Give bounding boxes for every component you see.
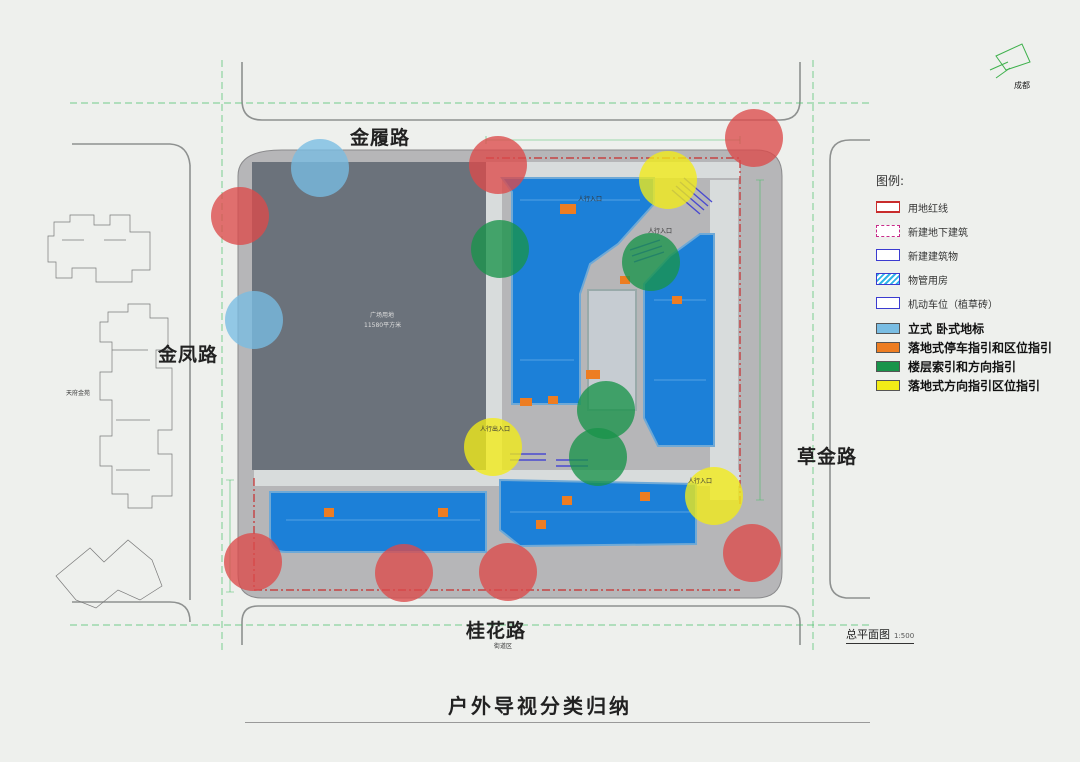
plaza-area: 11580平方米: [364, 322, 402, 329]
neighbor-buildings: [47, 214, 173, 609]
legend-item: 用地红线: [876, 195, 1076, 219]
legend-item: 新建地下建筑: [876, 219, 1076, 243]
plaza-label: 广场用地: [370, 312, 395, 319]
legend-item: 物管用房: [876, 267, 1076, 291]
road-name-west: 金凤路: [158, 344, 219, 366]
legend-label: 新建建筑物: [908, 251, 958, 263]
plan-caption-text: 总平面图: [846, 628, 890, 641]
legend: 图例: 用地红线 新建地下建筑 新建建筑物 物管用房 机动车位（植草砖） 立式 …: [876, 172, 1076, 395]
title-underline: [245, 722, 870, 723]
south-note: 街道区: [494, 643, 513, 650]
legend-label: 机动车位（植草砖）: [908, 299, 998, 311]
legend-category-label: 落地式方向指引区位指引: [908, 379, 1041, 393]
building-south-east-block: [499, 478, 697, 548]
legend-category: 立式 卧式地标: [876, 319, 1076, 338]
legend-item: 机动车位（植草砖）: [876, 291, 1076, 315]
legend-label: 物管用房: [908, 275, 948, 287]
legend-property-symbol: [876, 273, 900, 285]
signage-marker-floor: [622, 233, 680, 291]
legend-category-label: 立式 卧式地标: [908, 322, 985, 336]
road-curbs: [72, 62, 870, 645]
legend-direction-swatch: [876, 380, 900, 391]
legend-category: 楼层索引和方向指引: [876, 357, 1076, 376]
signage-markers: [211, 109, 783, 602]
legend-red-line-symbol: [876, 201, 900, 213]
signage-marker-red: [469, 136, 527, 194]
page-title: 户外导视分类归纳: [448, 694, 632, 718]
signage-marker-floor: [471, 220, 529, 278]
signage-marker-red: [723, 524, 781, 582]
neighbor-label: 天府金苑: [66, 390, 91, 397]
road-name-south: 桂花路: [466, 620, 527, 642]
entrance-label: 人行入口: [688, 478, 713, 485]
orange-tags: [324, 204, 682, 529]
legend-category: 落地式方向指引区位指引: [876, 376, 1076, 395]
legend-building-symbol: [876, 249, 900, 261]
signage-marker-red: [375, 544, 433, 602]
road-centerlines: [70, 60, 870, 650]
signage-marker-floor: [577, 381, 635, 439]
compass-north: [989, 43, 1031, 79]
legend-parking-symbol: [876, 297, 900, 309]
legend-parking-guide-swatch: [876, 342, 900, 353]
entrance-label: 人行出入口: [480, 426, 511, 433]
building-south-block: [269, 491, 487, 553]
legend-underground-symbol: [876, 225, 900, 237]
legend-floor-index-swatch: [876, 361, 900, 372]
legend-category-label: 落地式停车指引和区位指引: [908, 341, 1053, 355]
road-name-east: 草金路: [797, 446, 858, 468]
signage-marker-red: [479, 543, 537, 601]
road-name-north: 金履路: [350, 127, 411, 149]
signage-marker-direction: [464, 418, 522, 476]
plan-caption: 总平面图 1:500: [846, 626, 915, 644]
legend-category-label: 楼层索引和方向指引: [908, 360, 1017, 374]
legend-category: 落地式停车指引和区位指引: [876, 338, 1076, 357]
legend-label: 用地红线: [908, 203, 948, 215]
signage-marker-red: [725, 109, 783, 167]
entrance-label: 人行入口: [578, 196, 603, 203]
legend-item: 新建建筑物: [876, 243, 1076, 267]
legend-title: 图例:: [876, 174, 905, 188]
entrance-label: 人行入口: [648, 228, 673, 235]
signage-marker-direction: [639, 151, 697, 209]
legend-landmark-swatch: [876, 323, 900, 334]
signage-marker-direction: [685, 467, 743, 525]
signage-marker-landmark: [291, 139, 349, 197]
signage-marker-floor: [569, 428, 627, 486]
signage-marker-red: [211, 187, 269, 245]
plan-scale: 1:500: [894, 632, 915, 640]
plaza-area: [252, 162, 486, 470]
city-label: 成都: [1014, 81, 1030, 90]
signage-marker-landmark: [225, 291, 283, 349]
legend-label: 新建地下建筑: [908, 227, 968, 239]
buildings: [269, 177, 715, 553]
signage-marker-red: [224, 533, 282, 591]
